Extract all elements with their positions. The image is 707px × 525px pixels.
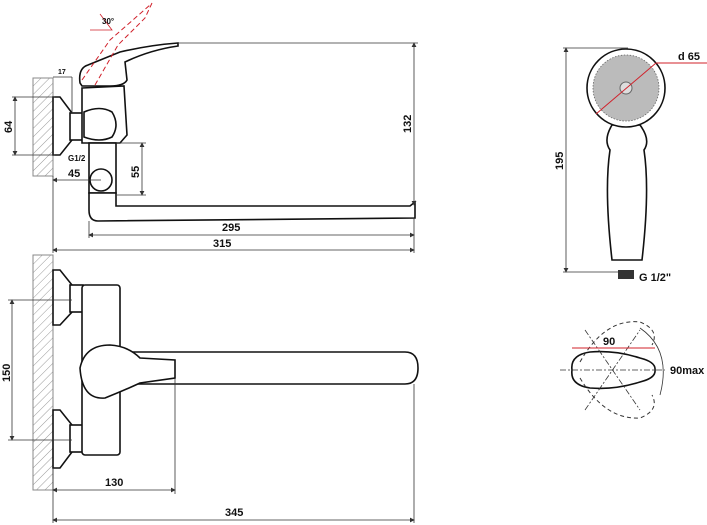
upper-nut [69, 284, 84, 313]
hand-shower: d 65 195 G 1/2" [554, 47, 707, 284]
dim-132-label: 132 [402, 115, 414, 133]
upper-flange [52, 269, 73, 326]
dim-195-label: 195 [554, 152, 566, 170]
front-view: 150 130 345 [1, 254, 419, 523]
lever-handle-front [79, 344, 176, 399]
lever-rotation-outline [579, 321, 655, 419]
lever-raised-outline [81, 2, 153, 86]
thread-label-shower: G 1/2" [639, 272, 671, 284]
dim-90-label: 90 [603, 336, 615, 348]
angle-label: 30° [102, 17, 114, 26]
dim-d65-label: d 65 [678, 51, 700, 63]
rotation-label: 90max [670, 365, 705, 377]
dim-295-label: 295 [222, 222, 240, 234]
flange [52, 96, 73, 156]
rotation-arc [639, 327, 664, 396]
shower-thread [618, 270, 634, 279]
diameter-line [595, 62, 657, 115]
center-line [584, 329, 641, 411]
dim-45-label: 45 [68, 168, 80, 180]
dim-150-label: 150 [1, 364, 13, 382]
dim-345-label: 345 [225, 507, 243, 519]
dim-130-label: 130 [105, 477, 123, 489]
dim-17-label: 17 [58, 69, 66, 76]
lever-top-view: 90 90max [560, 321, 705, 419]
spout [88, 192, 416, 222]
angle-marker [90, 13, 113, 31]
dim-315-label: 315 [213, 238, 231, 250]
wall-hatch [32, 77, 54, 177]
wall-hatch-front [32, 254, 54, 491]
side-view: 30° 17 64 G1/2 45 55 132 295 315 [3, 2, 418, 253]
lower-flange [52, 409, 73, 469]
cartridge-cap [83, 107, 117, 141]
shower-handle [606, 124, 648, 261]
lower-nut [69, 424, 84, 453]
dim-55-label: 55 [130, 166, 142, 178]
dim-64-label: 64 [3, 120, 15, 133]
spout-front [119, 351, 419, 385]
lever-handle [78, 42, 179, 87]
thread-label: G1/2 [68, 154, 86, 163]
